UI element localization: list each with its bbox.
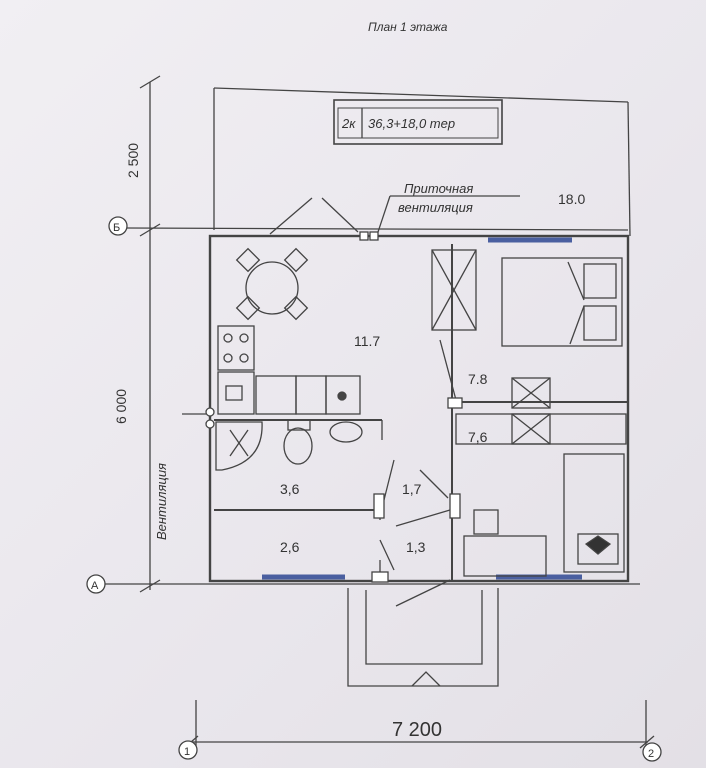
axis-b-label: Б [113,222,120,234]
bathroom-sink [329,421,363,443]
terrace-right-edge [627,101,631,237]
entry-area-label: 1,3 [406,539,426,555]
shower [215,421,263,471]
hall-area-label: 1,7 [402,481,422,497]
single-bed [563,453,625,573]
entry-arrow [411,671,441,687]
chair-4 [283,295,309,321]
axis-a-label: А [91,580,99,592]
width-dimension: 7 200 [392,719,442,741]
kitchen-counter-2 [295,375,327,415]
storage-box-1 [511,377,551,409]
side-ventilation-label: Вентиляция [154,463,169,540]
chair-3 [235,295,261,321]
kitchen-counter-3 [325,375,361,415]
area-box-total: 36,3+18,0 тер [368,116,455,131]
area-box [333,99,503,145]
terrace-area-label: 18.0 [558,191,585,207]
desk [463,535,547,577]
axis-2-bubble [642,742,662,762]
kitchen-area-label: 11.7 [354,333,380,349]
exterior-walls [208,234,630,583]
dining-table [245,261,299,315]
entry-porch-inner [365,590,483,665]
terrace-depth-dimension: 2 500 [125,143,141,178]
supply-ventilation-label-2: вентиляция [398,200,473,215]
axis-b-bubble [108,216,128,236]
axis-a-bubble [86,574,106,594]
room2-area-label: 7,6 [468,429,488,445]
entry-porch [347,588,499,687]
kitchen-sink [255,375,297,415]
area-box-rooms: 2к [341,116,356,131]
double-bed [501,257,623,347]
kitchen-counter-1 [217,371,255,415]
chair-2 [283,247,309,273]
desk-chair [473,509,499,535]
house-depth-dimension: 6 000 [113,389,129,424]
supply-ventilation-label-1: Приточная [404,181,473,196]
axis-b-line [125,227,629,231]
axis-1-bubble [178,740,198,760]
toilet [283,427,313,465]
axis-1-label: 1 [184,746,190,758]
door-leaf-right [321,197,359,233]
door-leaf-left [269,197,313,235]
bath-area-label: 3,6 [280,481,300,497]
plan-title: План 1 этажа [368,20,448,34]
axis-2-label: 2 [648,748,654,760]
bedroom-area-label: 7.8 [468,371,488,387]
terrace-top-edge [213,87,629,103]
storage-area-label: 2,6 [280,539,300,555]
wardrobe [431,249,477,331]
chair-1 [235,247,261,273]
stove [217,325,255,371]
